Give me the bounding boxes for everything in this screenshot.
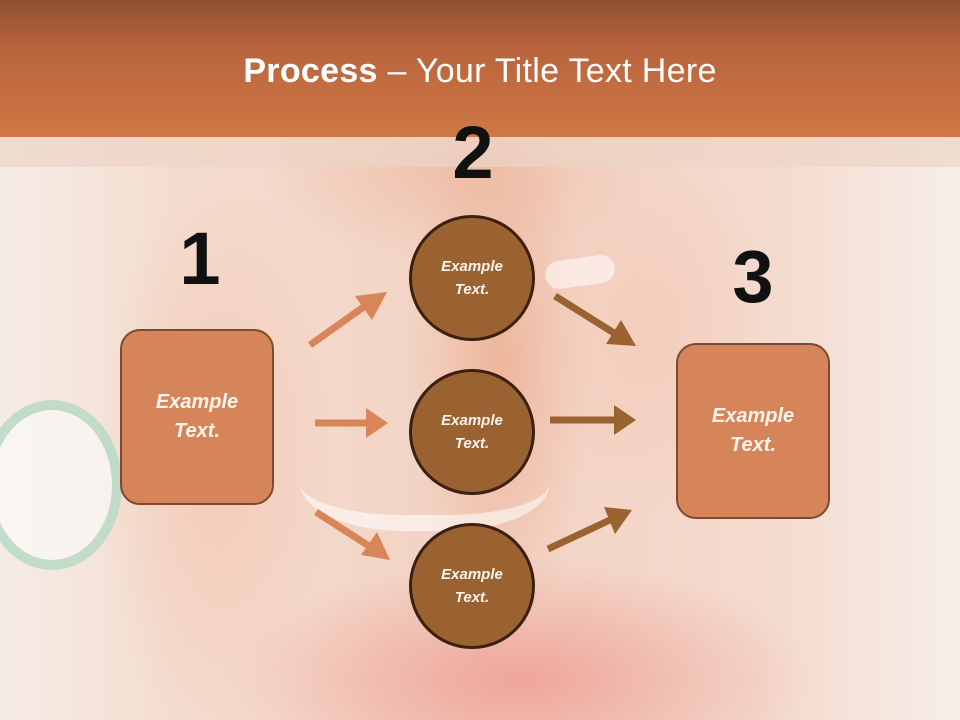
arrows-right [546,293,636,553]
step1-box-text: Example Text. [142,388,252,446]
arrow-left-down [314,509,390,560]
step-number-1: 1 [179,217,221,300]
arrow-left-middle [315,408,388,438]
circle-bottom-text: Example Text. [417,563,527,609]
step3-box-text: Example Text. [698,402,808,460]
step-number-2: 2 [452,111,494,194]
circle-top-line1: Example [441,258,503,275]
step1-box-line2: Text. [174,420,220,442]
step1-box-line1: Example [155,391,239,413]
arrow-right-down [546,507,632,553]
title-bar [0,0,960,137]
step3-box: Example Text. [676,343,830,519]
arrow-right-middle [550,405,636,435]
step1-box: Example Text. [120,329,274,505]
step3-box-line2: Text. [730,434,776,456]
title-bar-fade [0,137,960,167]
arrow-left-up [307,292,387,348]
circle-top-line2: Text. [454,281,490,298]
slide-title: Process – Your Title Text Here [0,52,960,91]
circle-bottom-line1: Example [441,566,503,583]
background-clock [0,400,122,570]
circle-middle-line2: Text. [454,435,490,452]
arrow-right-up [553,293,636,346]
step2-circle-bottom: Example Text. [409,523,535,649]
title-rest: Your Title Text Here [415,52,717,90]
circle-bottom-line2: Text. [454,589,490,606]
circle-middle-line1: Example [441,412,503,429]
title-bold: Process [243,52,378,90]
step2-circle-top: Example Text. [409,215,535,341]
step-number-3: 3 [732,235,774,318]
circle-top-text: Example Text. [417,255,527,301]
step3-box-line1: Example [711,405,795,427]
circle-middle-text: Example Text. [417,409,527,455]
title-dash: – [377,52,416,90]
step2-circle-middle: Example Text. [409,369,535,495]
arrows-left [307,292,390,560]
